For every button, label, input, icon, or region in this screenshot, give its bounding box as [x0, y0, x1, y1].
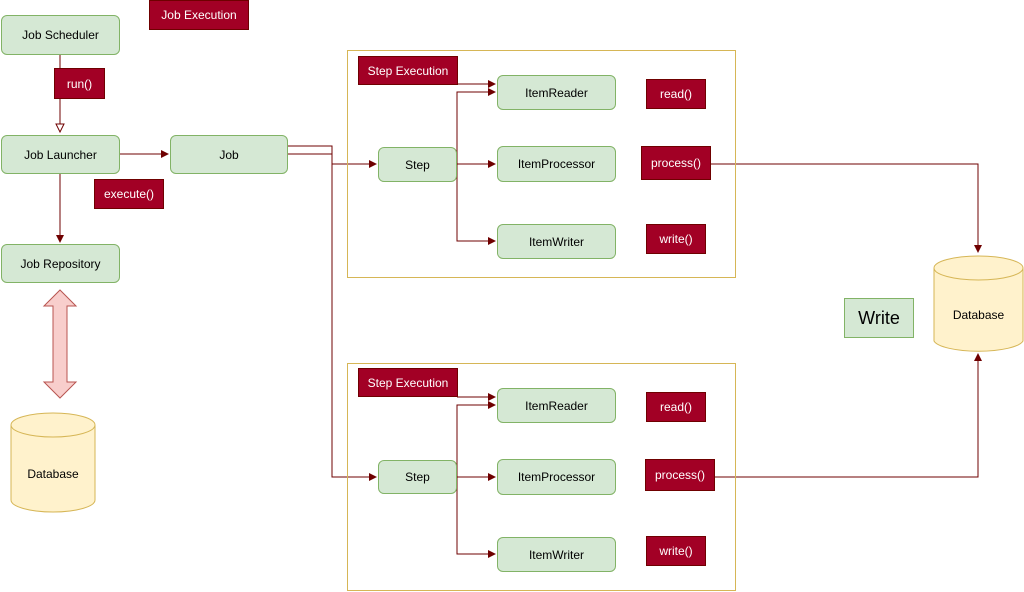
- edge-step1-writer: [456, 164, 496, 245]
- step-node-2: Step: [378, 460, 457, 494]
- edge-step2-writer: [456, 477, 496, 558]
- item-processor-node-1: ItemProcessor: [497, 146, 616, 182]
- process-tag-2: process(): [645, 459, 715, 491]
- job-repository-node: Job Repository: [1, 244, 120, 283]
- write-legend: Write: [844, 298, 914, 338]
- read-tag-1: read(): [646, 79, 706, 109]
- job-node: Job: [170, 135, 288, 174]
- step-node-1: Step: [378, 147, 457, 182]
- job-scheduler-node: Job Scheduler: [1, 15, 120, 55]
- step-execution-tag-1: Step Execution: [358, 56, 458, 85]
- edge-step1-reader: [456, 88, 496, 164]
- read-tag-2: read(): [646, 392, 706, 422]
- item-reader-node-2: ItemReader: [497, 388, 616, 423]
- item-writer-node-1: ItemWriter: [497, 224, 616, 259]
- execute-tag: execute(): [94, 179, 164, 209]
- job-launcher-node: Job Launcher: [1, 135, 120, 174]
- database-right-cylinder: [933, 255, 1024, 352]
- process-tag-1: process(): [641, 146, 711, 180]
- item-reader-node-1: ItemReader: [497, 75, 616, 110]
- database-right-label: Database: [952, 308, 1005, 322]
- write-tag-1: write(): [646, 224, 706, 254]
- edge-job-step2: [288, 153, 377, 481]
- database-left-cylinder: [10, 412, 96, 513]
- item-writer-node-2: ItemWriter: [497, 537, 616, 572]
- database-left-label: Database: [27, 467, 79, 481]
- edge-process2-database: [715, 353, 982, 478]
- step-group-1: [347, 50, 736, 278]
- bidirectional-arrow: [42, 289, 78, 399]
- write-tag-2: write(): [646, 536, 706, 566]
- job-execution-tag: Job Execution: [149, 0, 249, 30]
- edge-process1-database: [711, 163, 982, 253]
- item-processor-node-2: ItemProcessor: [497, 459, 616, 495]
- step-execution-tag-2: Step Execution: [358, 368, 458, 397]
- step-group-2: [347, 363, 736, 591]
- run-tag: run(): [54, 68, 105, 99]
- edge-step2-reader: [456, 401, 496, 477]
